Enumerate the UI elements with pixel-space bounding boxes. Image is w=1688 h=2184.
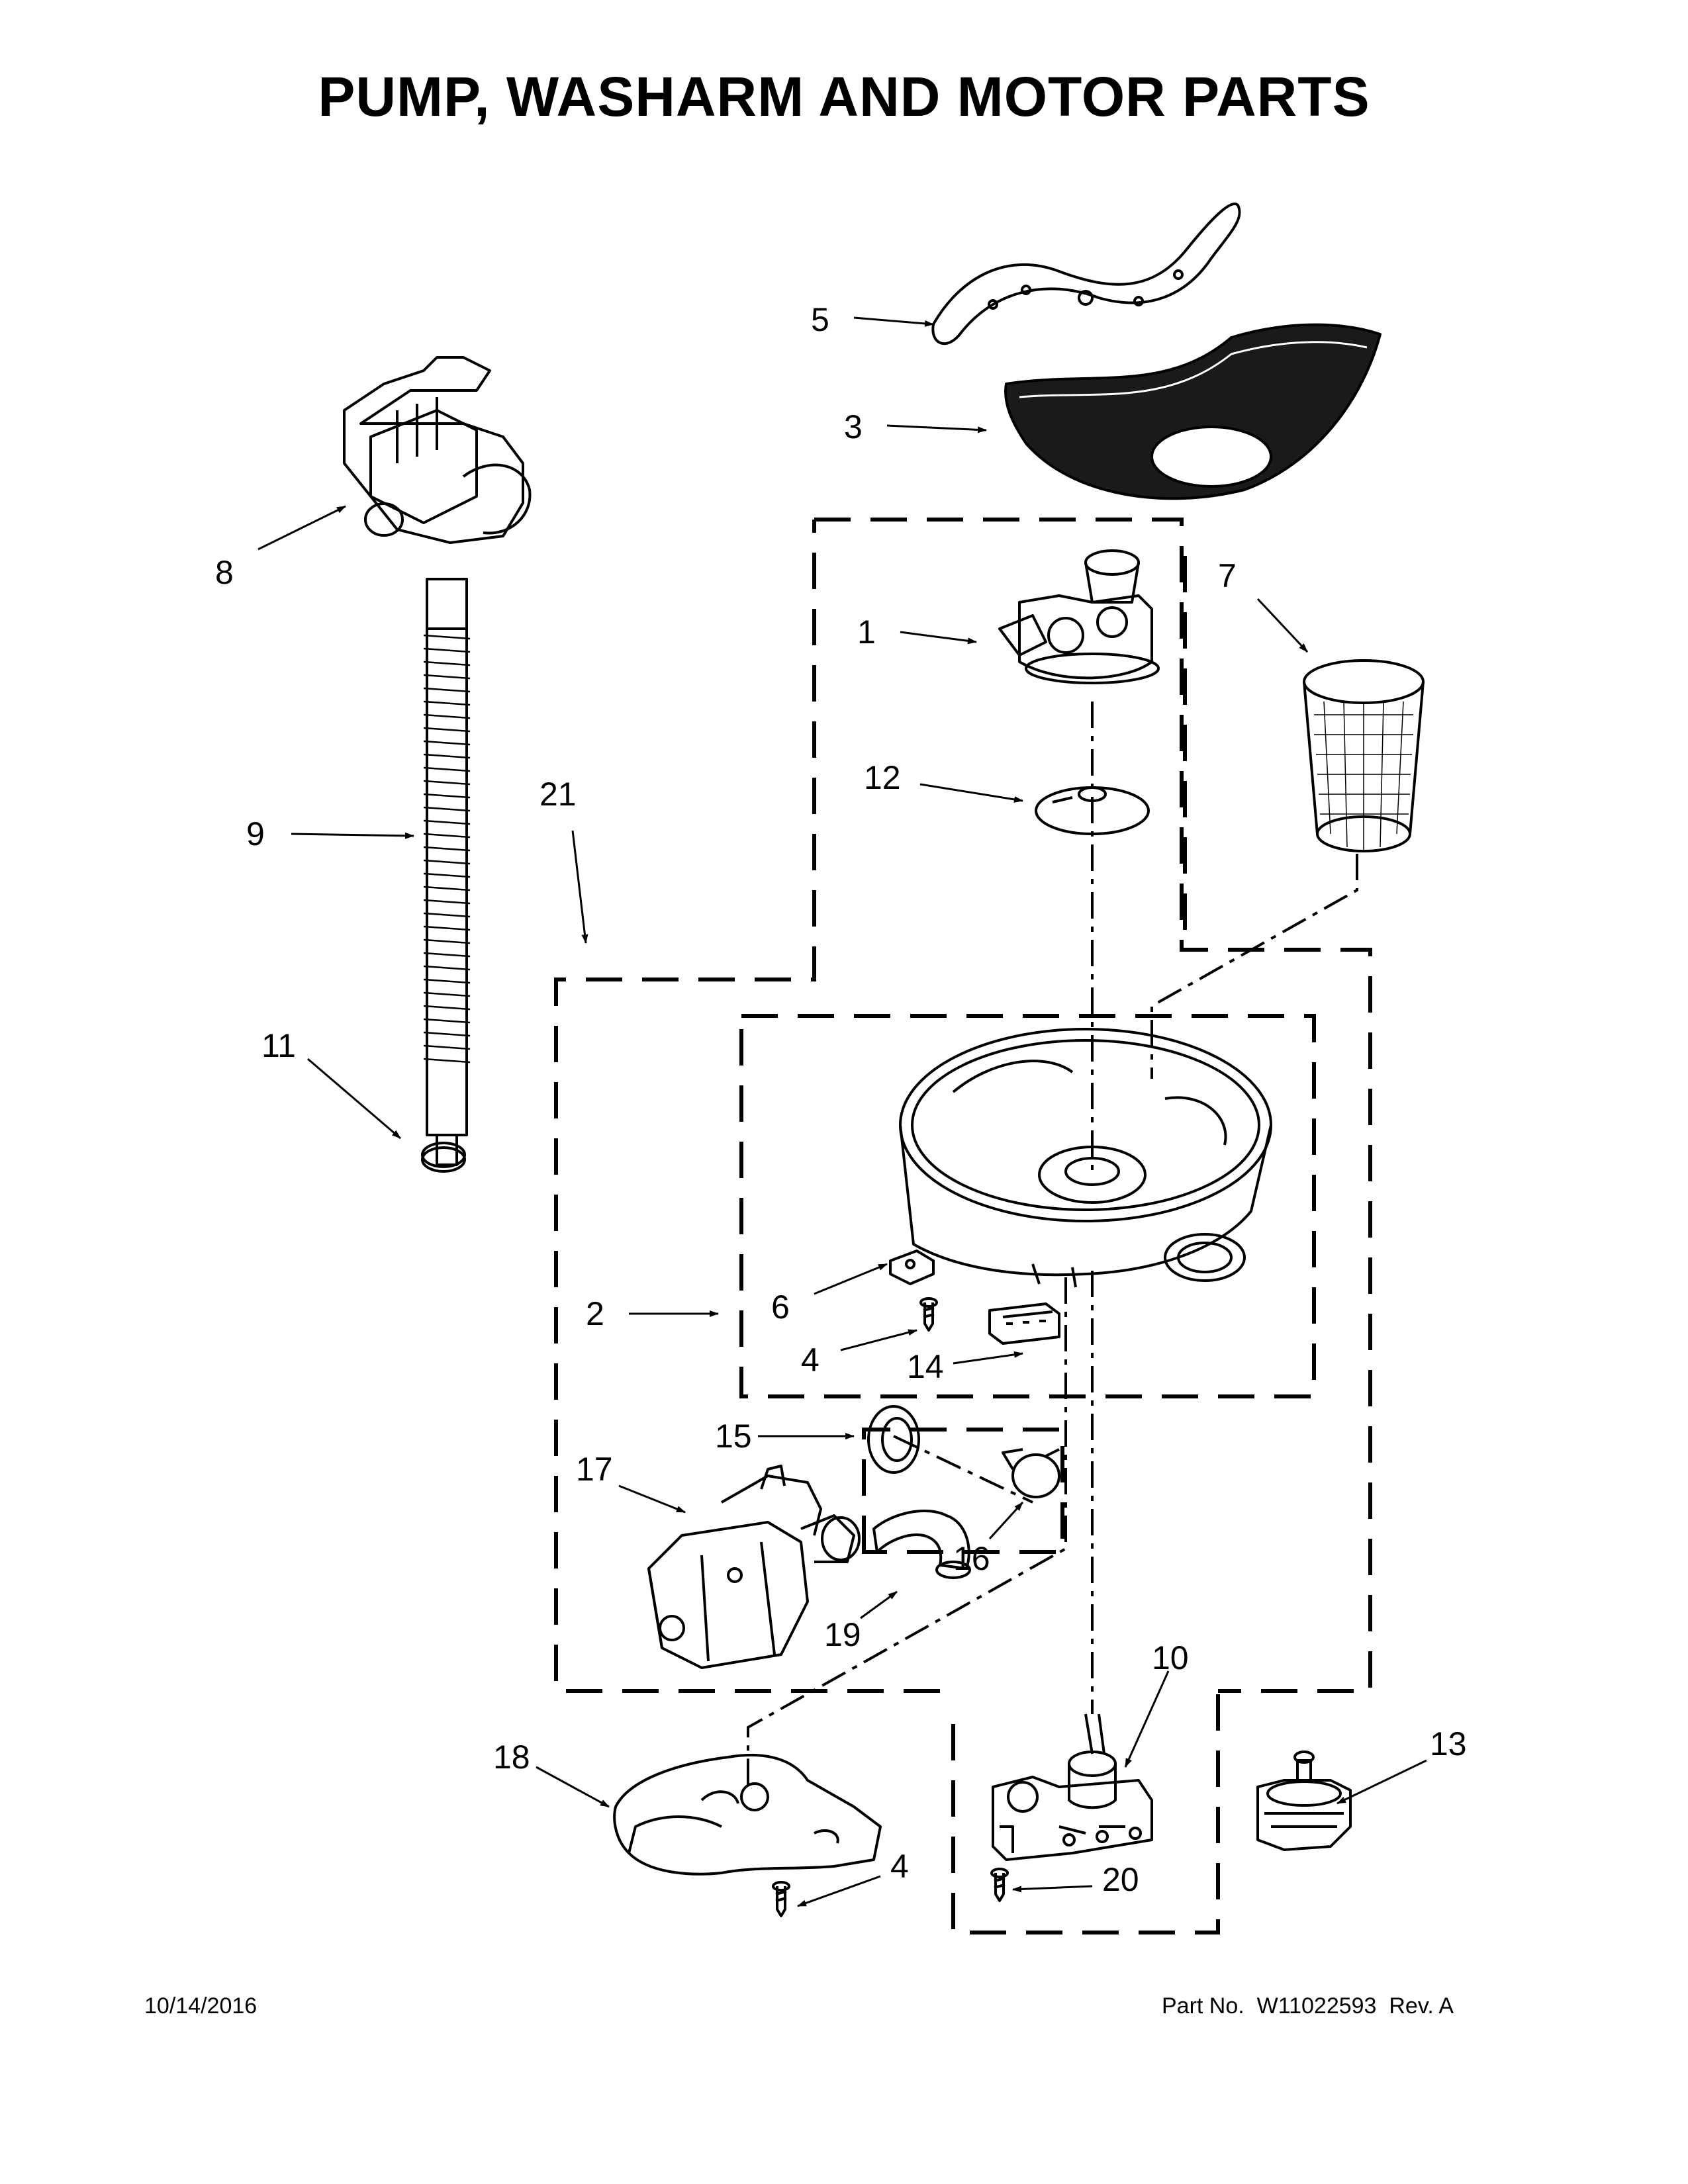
- elbow-hose-part: [872, 1509, 971, 1579]
- callout-1: 1: [857, 614, 876, 651]
- callout-21: 21: [539, 776, 577, 813]
- sensor-bracket-part: [889, 1250, 935, 1285]
- callout-10: 10: [1152, 1639, 1189, 1676]
- arrow-5: [853, 316, 934, 327]
- callout-19: 19: [824, 1616, 861, 1653]
- connector-part: [988, 1302, 1060, 1345]
- arrow-13: [1336, 1759, 1427, 1805]
- arrow-4a: [840, 1329, 917, 1351]
- hose-clamp-part: [421, 1142, 466, 1173]
- arrow-10: [1124, 1670, 1170, 1768]
- arrow-20: [1012, 1885, 1093, 1893]
- drain-pump-part: [343, 356, 532, 544]
- diagram-title: PUMP, WASHARM AND MOTOR PARTS: [318, 66, 1370, 128]
- arrow-9: [291, 832, 414, 839]
- arrow-6: [814, 1263, 888, 1295]
- spray-arm-part: [931, 203, 1241, 345]
- arrow-4b: [797, 1875, 881, 1907]
- check-valve-part: [1035, 786, 1150, 835]
- screw-lower-part: [772, 1881, 790, 1917]
- arrow-14: [953, 1351, 1023, 1365]
- arrow-18: [536, 1766, 610, 1808]
- callout-8: 8: [215, 554, 234, 591]
- group-boundaries: [554, 518, 1372, 1934]
- drain-hose-part: [423, 578, 471, 1166]
- callout-7: 7: [1218, 557, 1237, 594]
- callout-4a: 4: [801, 1342, 820, 1379]
- callout-12: 12: [864, 759, 901, 796]
- callout-14: 14: [907, 1348, 944, 1385]
- pump-housing-part: [998, 549, 1160, 684]
- callout-13: 13: [1430, 1725, 1467, 1762]
- boundary-valve-10: [951, 1691, 1220, 1934]
- callout-15: 15: [715, 1418, 752, 1455]
- arrow-11: [307, 1058, 401, 1140]
- arrow-19: [860, 1590, 898, 1619]
- callout-18: 18: [493, 1739, 530, 1776]
- footer-part-prefix: Part No.: [1162, 1993, 1244, 2019]
- circulation-motor-part: [647, 1465, 861, 1669]
- arrow-16: [988, 1501, 1024, 1540]
- arrow-17: [618, 1484, 686, 1514]
- boundary-sump-2: [739, 1014, 1316, 1398]
- turbidity-sensor-part: [1256, 1751, 1352, 1851]
- arrow-7: [1256, 598, 1309, 653]
- callout-11: 11: [261, 1027, 296, 1064]
- filter-screen-part: [1004, 323, 1382, 500]
- screw-upper-part: [919, 1297, 938, 1332]
- screw-20-part: [990, 1868, 1009, 1902]
- sump-housing-part: [899, 1028, 1272, 1288]
- callout-4b: 4: [890, 1848, 909, 1885]
- callout-5: 5: [811, 301, 829, 338]
- arrow-8: [258, 505, 346, 551]
- centerline-filter: [1150, 854, 1358, 1079]
- callout-20: 20: [1102, 1861, 1139, 1898]
- assembly-centerlines: [747, 702, 1358, 1787]
- footer-part-number: W11022593: [1256, 1993, 1377, 2019]
- callout-3: 3: [844, 408, 863, 445]
- callout-17: 17: [576, 1451, 613, 1488]
- footer-date: 10/14/2016: [144, 1993, 258, 2019]
- diverter-valve-part: [992, 1713, 1153, 1861]
- footer-revision: Rev. A: [1389, 1993, 1454, 2019]
- filter-cylinder-part: [1303, 659, 1425, 852]
- boundary-hose-19: [862, 1428, 1064, 1554]
- arrow-21: [571, 830, 588, 944]
- footer-part-info: Part No. W11022593 Rev. A: [1162, 1993, 1454, 2019]
- arrow-1: [900, 631, 977, 645]
- callout-6: 6: [771, 1289, 790, 1326]
- callout-arrows: [258, 316, 1427, 1907]
- centerline-seal: [893, 1435, 1033, 1504]
- seal-part: [867, 1405, 920, 1474]
- callout-2: 2: [586, 1295, 604, 1332]
- motor-cover-part: [613, 1754, 882, 1876]
- arrow-3: [886, 424, 987, 433]
- centerline-motor: [747, 1277, 1067, 1787]
- arrow-12: [919, 783, 1023, 803]
- hose-clamp-16-part: [1002, 1448, 1060, 1498]
- callout-9: 9: [246, 815, 265, 852]
- callout-16: 16: [953, 1540, 990, 1577]
- boundary-assembly-21: [554, 518, 1372, 1693]
